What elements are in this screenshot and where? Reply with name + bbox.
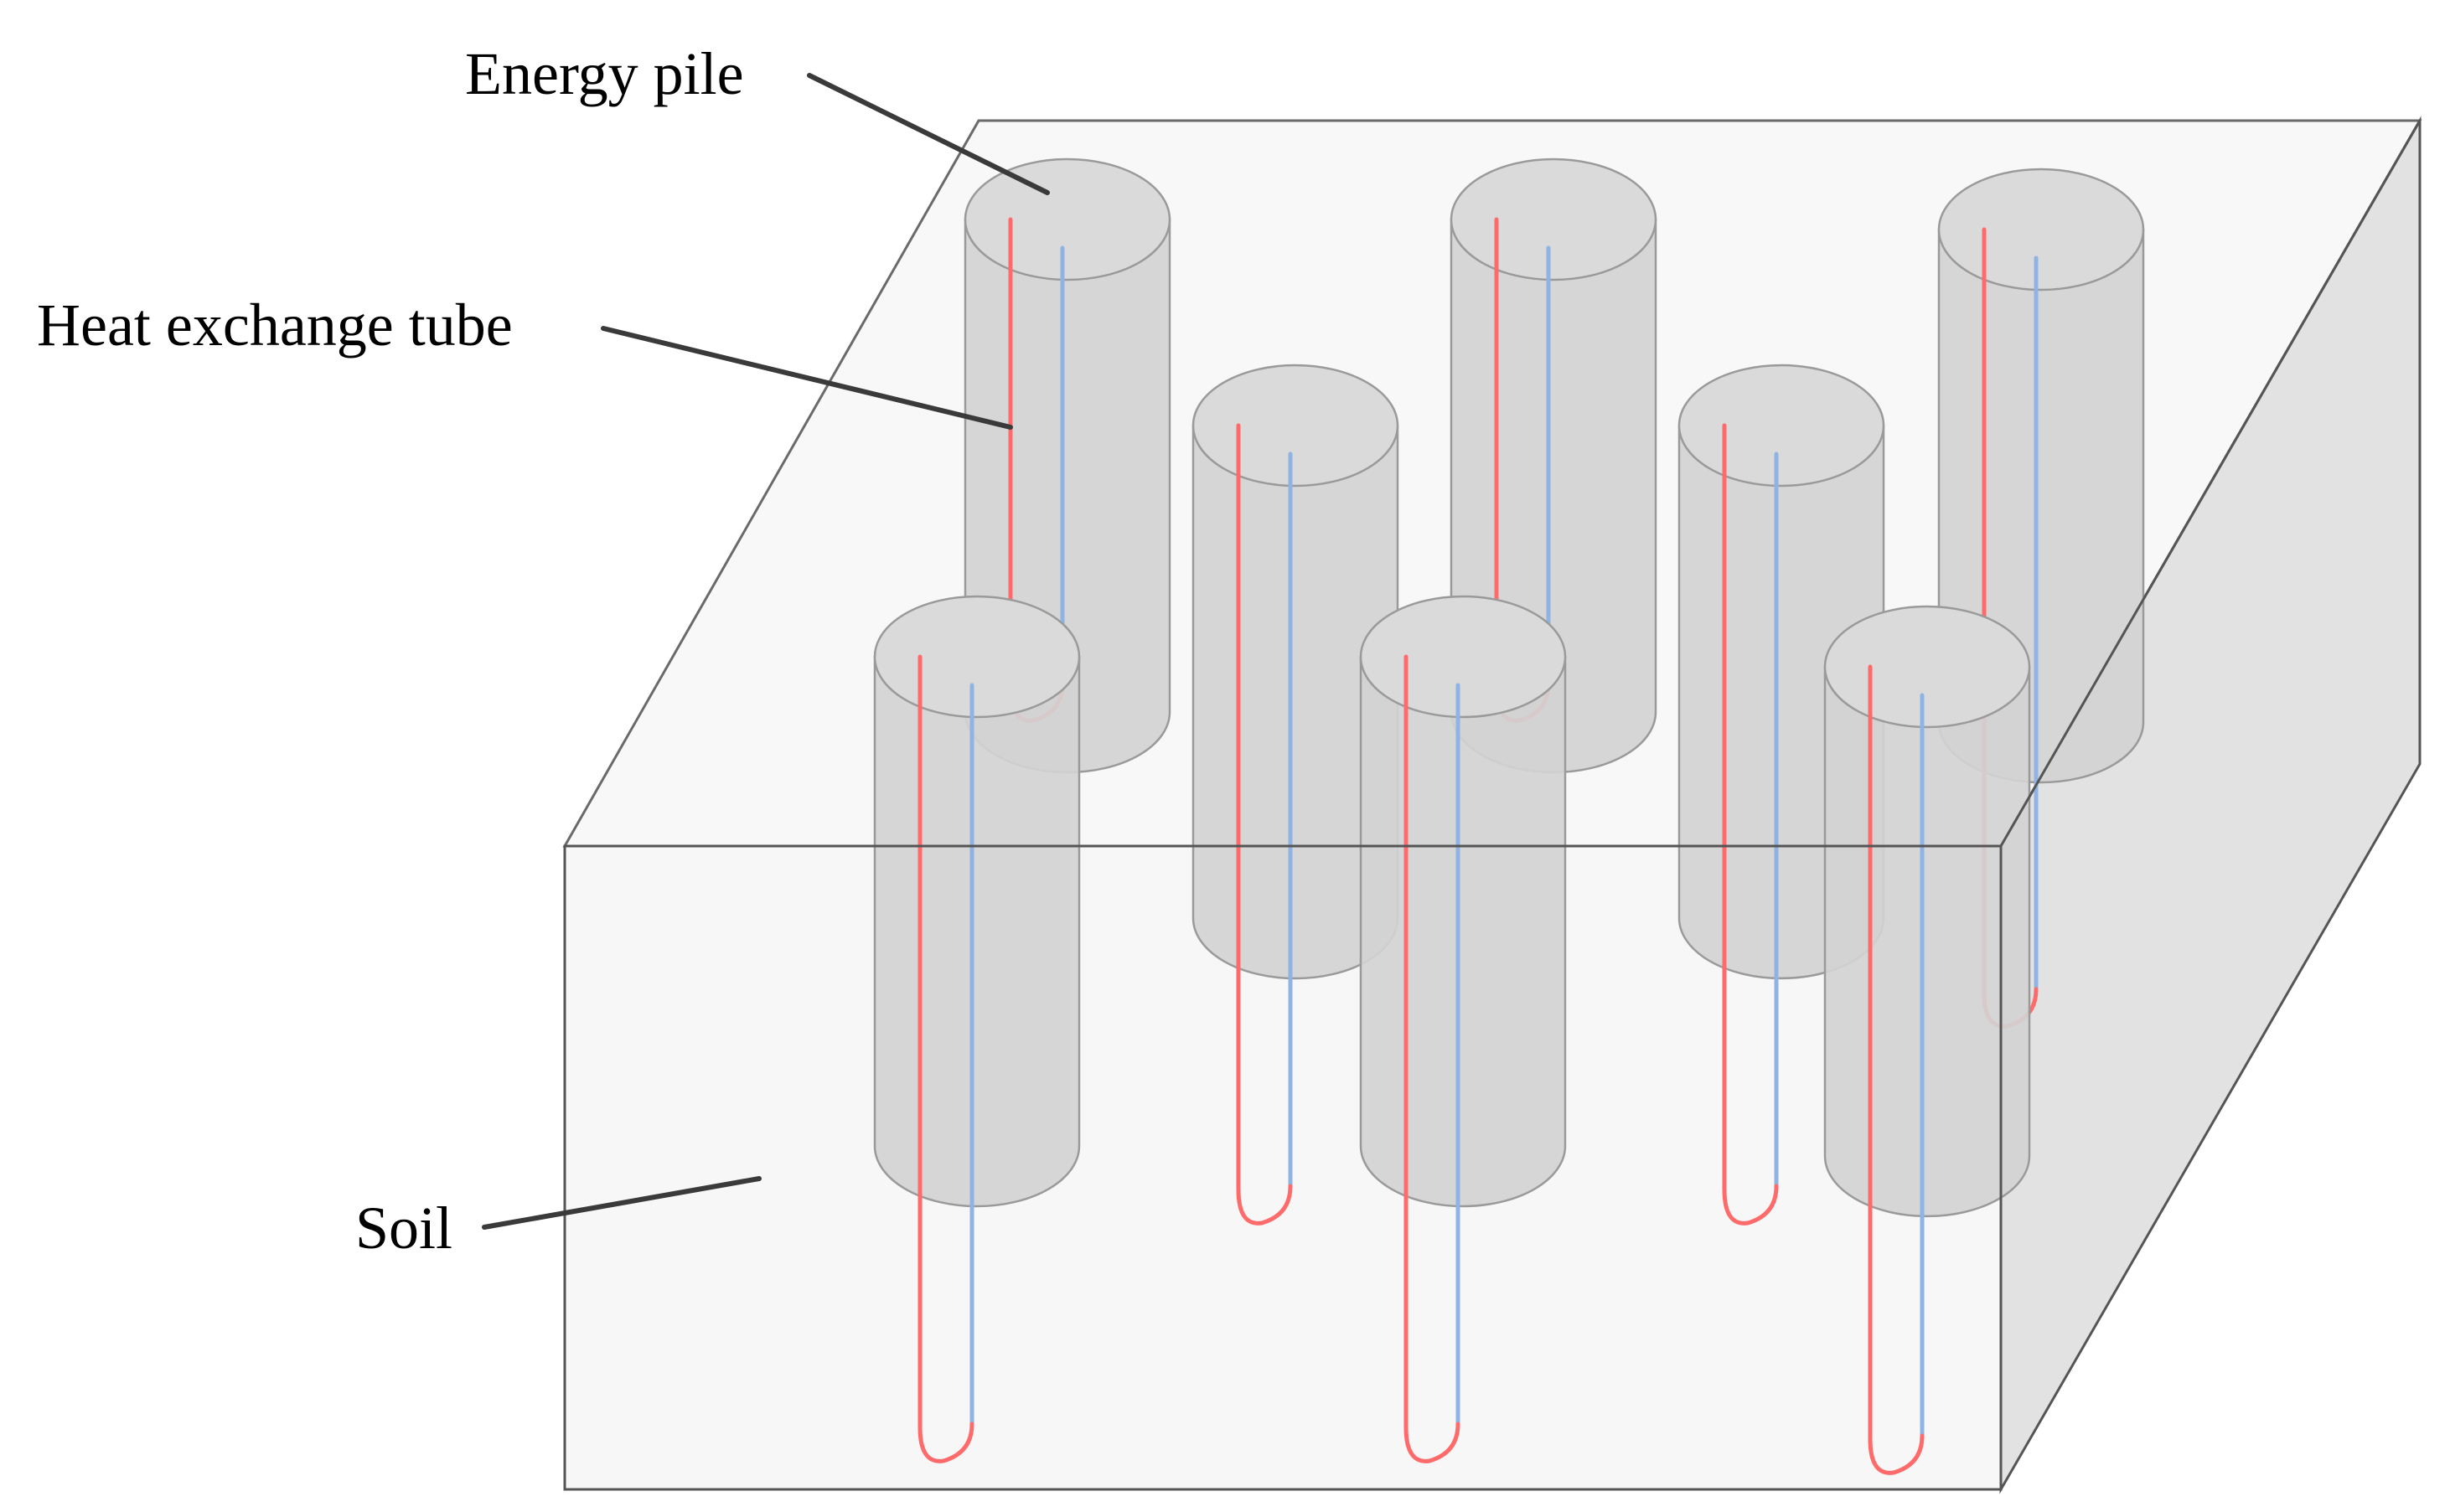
pile-top-cap	[1937, 168, 2145, 292]
pile-top-cap	[1677, 364, 1885, 488]
inlet-tube	[1236, 423, 1293, 1226]
inlet-tube	[917, 654, 974, 1463]
pile-body	[873, 655, 1081, 1208]
pile-top-cap	[1823, 605, 2031, 729]
inlet-tube	[1868, 664, 1925, 1475]
inlet-tube	[1722, 423, 1779, 1226]
energy-pile-leader	[807, 73, 1050, 195]
soil-leader	[482, 1176, 762, 1230]
pile-body	[1359, 655, 1567, 1208]
pile-body	[1823, 665, 2031, 1218]
energy-pile-7	[1359, 595, 1567, 1463]
pile-top-cap	[1191, 364, 1399, 488]
heat-exchange-tube-label: Heat exchange tube	[37, 292, 513, 359]
energy-pile-6	[873, 595, 1081, 1463]
pile-top-cap	[1359, 595, 1567, 719]
pile-top-cap	[873, 595, 1081, 719]
energy-pile-label: Energy pile	[465, 40, 744, 107]
pile-top-cap	[964, 157, 1171, 281]
pile-top-cap	[1450, 157, 1657, 281]
energy-piles	[873, 157, 2145, 1475]
heat-exchange-tube-leader	[601, 326, 1013, 430]
soil-label: Soil	[355, 1195, 452, 1262]
energy-pile-4	[1191, 364, 1399, 1226]
energy-pile-8	[1823, 605, 2031, 1475]
soil-top-right-edge	[1999, 120, 2422, 847]
inlet-tube	[1403, 654, 1460, 1463]
